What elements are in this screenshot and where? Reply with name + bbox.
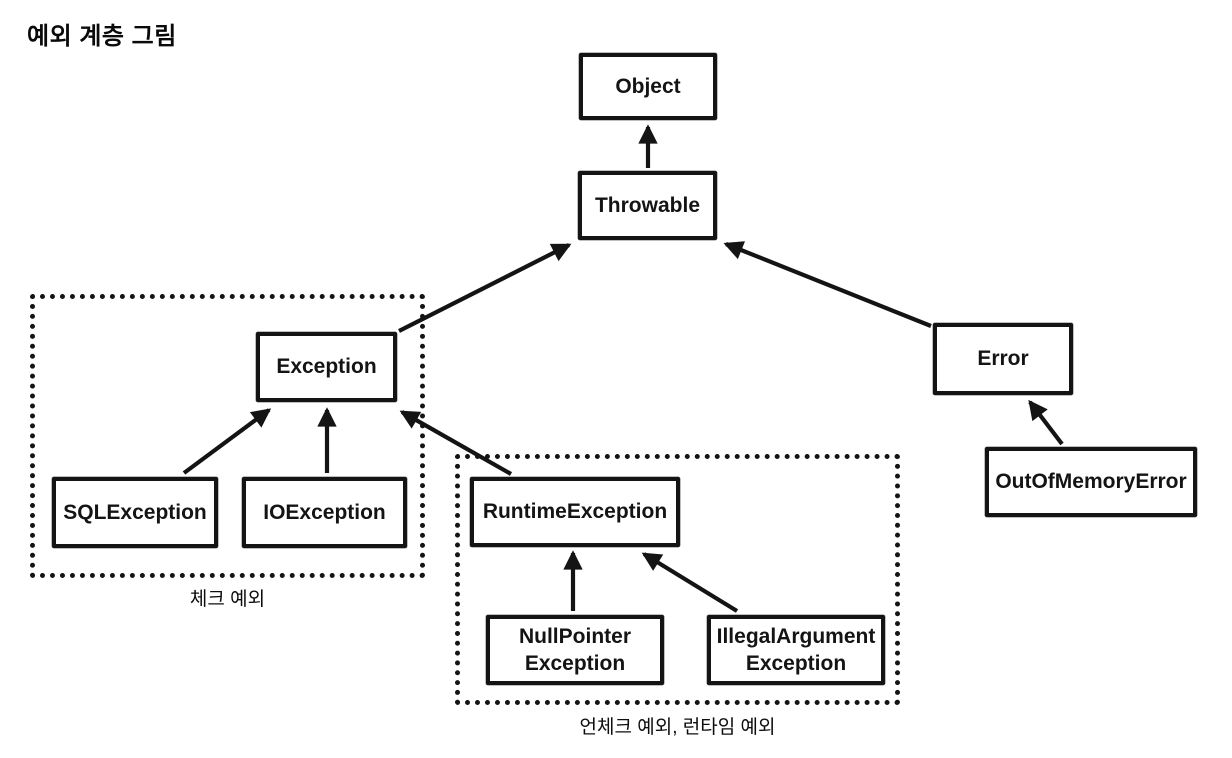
arrow-error-to-throwable xyxy=(723,241,932,328)
node-ioexception: IOException xyxy=(242,477,407,548)
unchecked-exception-group-border xyxy=(455,454,900,705)
node-nullpointerexception: NullPointer Exception xyxy=(486,615,664,685)
node-object: Object xyxy=(579,53,717,120)
node-outofmemoryerror: OutOfMemoryError xyxy=(985,447,1197,517)
checked-exception-group-label: 체크 예외 xyxy=(189,589,266,610)
diagram-title: 예외 계층 그림 xyxy=(27,23,177,50)
arrow-outofmemory-to-error xyxy=(1028,399,1064,446)
node-illegalargumentexception: IllegalArgument Exception xyxy=(707,615,885,685)
node-runtimeexception: RuntimeException xyxy=(470,477,680,547)
arrow-exception-to-throwable xyxy=(398,243,572,333)
unchecked-exception-group-label: 언체크 예외, 런타임 예외 xyxy=(579,717,776,738)
node-error: Error xyxy=(933,323,1073,395)
arrow-sqlexception-to-exception xyxy=(182,408,272,475)
arrow-runtimeexception-to-exception xyxy=(399,410,513,476)
node-sqlexception: SQLException xyxy=(52,477,218,548)
arrow-illegalargument-to-runtimeexception xyxy=(641,552,739,613)
node-exception: Exception xyxy=(256,332,397,402)
node-throwable: Throwable xyxy=(578,171,717,240)
checked-exception-group-border xyxy=(30,294,425,578)
